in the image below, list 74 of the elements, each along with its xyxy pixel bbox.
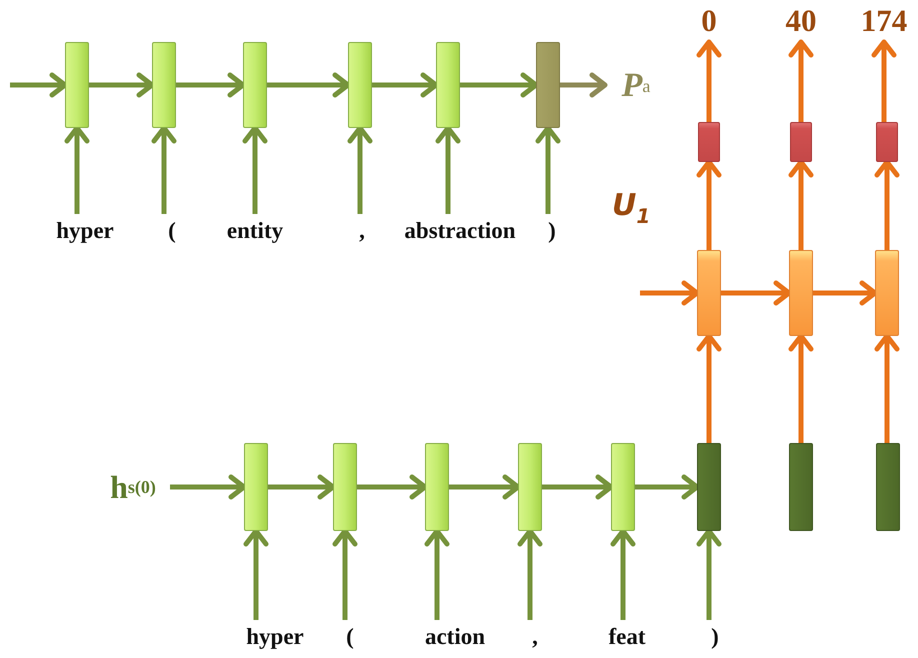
token-label: action	[417, 620, 493, 654]
vector-bar	[536, 42, 560, 128]
arrow	[332, 528, 358, 620]
arrow	[152, 126, 176, 214]
arrow	[696, 334, 722, 443]
token-label: abstraction	[398, 214, 522, 248]
token-label: hyper	[235, 620, 315, 654]
arrow	[449, 474, 520, 500]
vector-bar	[790, 122, 812, 162]
vector-bar	[333, 443, 357, 531]
arrow	[64, 126, 90, 214]
vector-bar	[348, 42, 372, 128]
arrow	[357, 474, 428, 500]
arrow	[721, 280, 792, 306]
arrow	[813, 280, 878, 306]
arrow	[560, 72, 608, 98]
arrow	[696, 160, 722, 250]
token-label: feat	[599, 620, 655, 654]
arrow	[872, 40, 896, 122]
arrow	[244, 528, 268, 620]
arrow	[874, 334, 900, 443]
vector-bar	[436, 42, 460, 128]
arrow	[542, 474, 614, 500]
arrow	[242, 126, 268, 214]
vector-bar	[65, 42, 89, 128]
token-label: hyper	[45, 214, 125, 248]
token-label: )	[705, 620, 725, 654]
arrow	[170, 474, 246, 500]
token-label: (	[338, 620, 362, 654]
output-value: 0	[694, 0, 724, 42]
vector-bar	[789, 443, 813, 531]
arrow	[788, 334, 814, 443]
arrow	[874, 160, 900, 250]
vector-bar	[875, 250, 899, 336]
vector-bar	[697, 250, 721, 336]
arrow	[424, 528, 450, 620]
vector-bar	[876, 122, 898, 162]
arrow	[176, 72, 246, 98]
vector-bar	[243, 42, 267, 128]
output-value: 174	[854, 0, 914, 42]
token-label: )	[542, 214, 562, 248]
vector-bar	[697, 443, 721, 531]
token-label: ,	[525, 620, 545, 654]
arrow	[89, 72, 154, 98]
vector-bar	[152, 42, 176, 128]
arrow	[10, 72, 68, 98]
arrow	[268, 474, 336, 500]
weight-label: U$_{1}$	[612, 188, 650, 228]
arrow	[267, 72, 350, 98]
output-value: 40	[776, 0, 826, 42]
arrow	[610, 528, 636, 620]
arrow	[518, 528, 542, 620]
arrow	[788, 40, 814, 122]
arrow	[536, 126, 560, 214]
arrow	[788, 160, 814, 250]
arrow	[696, 528, 722, 620]
vector-bar	[425, 443, 449, 531]
arrow	[460, 72, 538, 98]
arrow	[348, 126, 372, 214]
vector-bar	[611, 443, 635, 531]
token-label: ,	[352, 214, 372, 248]
arrow	[640, 280, 700, 306]
distribution-label: P$^{a}$	[605, 64, 667, 108]
vector-bar	[876, 443, 900, 531]
arrow	[436, 126, 460, 214]
arrow	[372, 72, 438, 98]
arrow	[635, 474, 700, 500]
token-label: entity	[215, 214, 295, 248]
vector-bar	[789, 250, 813, 336]
arrow	[696, 40, 722, 122]
vector-bar	[698, 122, 720, 162]
vector-bar	[244, 443, 268, 531]
token-label: (	[160, 214, 184, 248]
vector-bar	[518, 443, 542, 531]
